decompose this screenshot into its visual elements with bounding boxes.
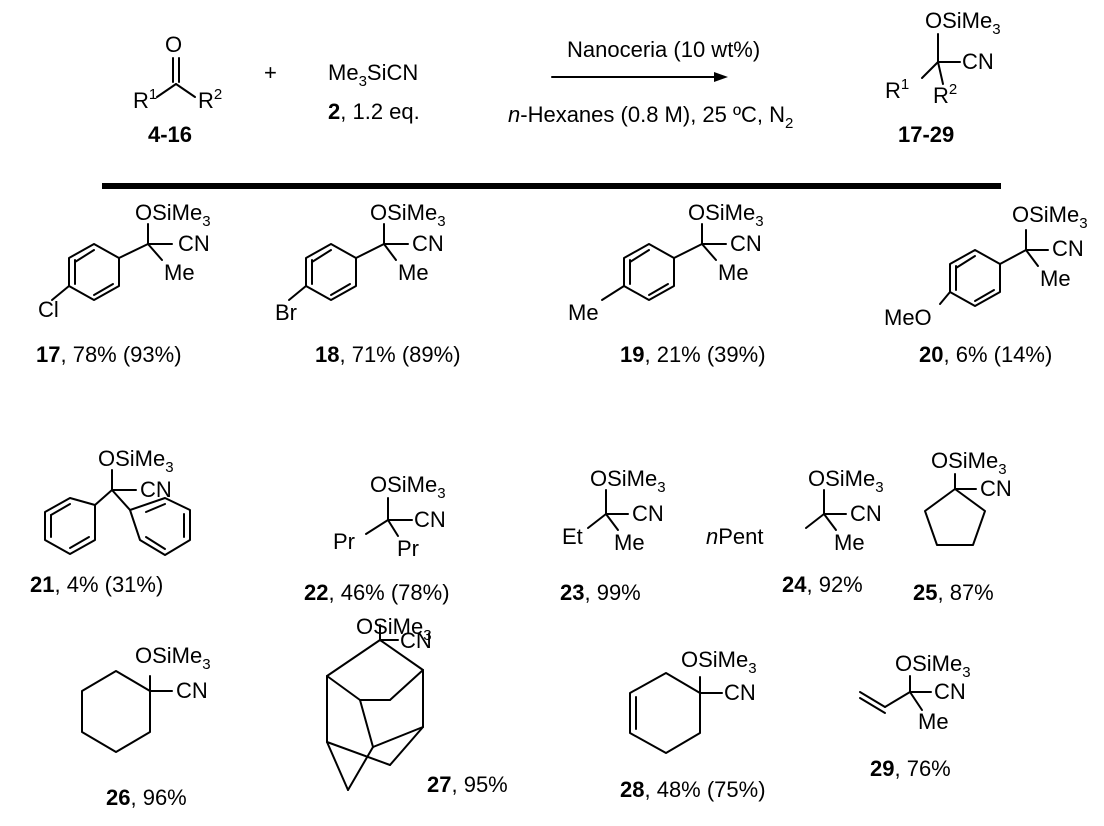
svg-text:nPent: nPent xyxy=(706,524,764,549)
svg-text:R2: R2 xyxy=(198,86,222,113)
compound-21-label: 21, 4% (31%) xyxy=(30,572,163,597)
ketone-r1: R xyxy=(133,88,149,113)
product-label: 17-29 xyxy=(898,122,954,147)
svg-text:Me: Me xyxy=(834,530,865,555)
svg-text:CN: CN xyxy=(632,501,664,526)
plus-sign: + xyxy=(264,60,277,85)
compound-27-label: 27, 95% xyxy=(427,772,508,797)
svg-text:OSiMe3: OSiMe3 xyxy=(681,647,757,677)
svg-text:Me: Me xyxy=(918,709,949,734)
svg-text:CN: CN xyxy=(176,678,208,703)
svg-text:CN: CN xyxy=(400,628,432,653)
svg-text:CN: CN xyxy=(934,679,966,704)
compound-23-label: 23, 99% xyxy=(560,580,641,605)
ketone-label: 4-16 xyxy=(148,122,192,147)
compound-26-label: 26, 96% xyxy=(106,785,187,810)
svg-text:OSiMe3: OSiMe3 xyxy=(135,643,211,673)
compound-28: OSiMe3 CN 28, 48% (75%) xyxy=(620,647,766,802)
svg-text:CN: CN xyxy=(1052,236,1084,261)
svg-text:R2: R2 xyxy=(933,81,957,108)
compound-26: OSiMe3 CN 26, 96% xyxy=(81,643,211,810)
svg-text:R1: R1 xyxy=(133,86,157,113)
svg-text:Me3SiCN: Me3SiCN xyxy=(328,60,418,90)
svg-text:CN: CN xyxy=(140,477,172,502)
compound-29: OSiMe3 CN Me 29, 76% xyxy=(859,651,971,781)
svg-text:CN: CN xyxy=(730,231,762,256)
svg-text:Me: Me xyxy=(164,260,195,285)
svg-text:CN: CN xyxy=(962,49,994,74)
product-general: OSiMe3 CN R1 R2 17-29 xyxy=(885,8,1001,147)
compound-25-label: 25, 87% xyxy=(913,580,994,605)
svg-text:CN: CN xyxy=(980,476,1012,501)
svg-text:OSiMe3: OSiMe3 xyxy=(356,614,432,644)
svg-text:OSiMe3: OSiMe3 xyxy=(688,200,764,230)
svg-text:OSiMe3: OSiMe3 xyxy=(135,200,211,230)
svg-text:OSiMe3: OSiMe3 xyxy=(590,466,666,496)
svg-text:CN: CN xyxy=(178,231,210,256)
compound-19-para: Me xyxy=(568,300,599,325)
compound-21: OSiMe3 CN 21, 4% (31%) xyxy=(30,446,191,597)
svg-text:OSiMe3: OSiMe3 xyxy=(931,448,1007,478)
svg-text:Pr: Pr xyxy=(397,536,419,561)
compound-25: OSiMe3 CN 25, 87% xyxy=(913,448,1012,605)
compound-22: OSiMe3 CN Pr Pr 22, 46% (78%) xyxy=(304,472,450,605)
svg-text:Pr: Pr xyxy=(333,529,355,554)
svg-text:CN: CN xyxy=(414,507,446,532)
svg-text:CN: CN xyxy=(724,680,756,705)
svg-text:CN: CN xyxy=(412,231,444,256)
ketone-oxygen: O xyxy=(165,32,182,57)
compound-17: Cl OSiMe3 CN Me 17, 78% (93%) xyxy=(36,200,211,367)
compound-19: Me OSiMe3 CN Me 19, 21% (39%) xyxy=(568,200,766,367)
svg-text:CN: CN xyxy=(850,501,882,526)
compound-27: OSiMe3 CN 27, 95% xyxy=(326,614,508,797)
conditions-catalyst: Nanoceria (10 wt%) xyxy=(567,37,760,62)
svg-text:Et: Et xyxy=(562,524,583,549)
compound-29-label: 29, 76% xyxy=(870,756,951,781)
compound-20-label: 20, 6% (14%) xyxy=(919,342,1052,367)
compound-18-label: 18, 71% (89%) xyxy=(315,342,461,367)
svg-text:Me: Me xyxy=(398,260,429,285)
compound-20: MeO OSiMe3 CN Me 20, 6% (14%) xyxy=(884,202,1088,367)
compound-20-para: MeO xyxy=(884,305,932,330)
compound-24-label: 24, 92% xyxy=(782,572,863,597)
tmscn-reagent: Me3SiCN 2, 1.2 eq. xyxy=(328,60,420,124)
svg-text:OSiMe3: OSiMe3 xyxy=(808,466,884,496)
compound-17-para: Cl xyxy=(38,297,59,322)
compound-28-label: 28, 48% (75%) xyxy=(620,777,766,802)
svg-text:Me: Me xyxy=(614,530,645,555)
svg-text:OSiMe3: OSiMe3 xyxy=(895,651,971,681)
conditions-solvent: n-Hexanes (0.8 M), 25 ºC, N2 xyxy=(508,102,793,132)
svg-text:R1: R1 xyxy=(885,76,909,103)
ketone-reactant: O R1 R2 4-16 xyxy=(133,32,222,147)
svg-text:2, 1.2 eq.: 2, 1.2 eq. xyxy=(328,99,420,124)
compound-23: OSiMe3 CN Et Me 23, 99% xyxy=(560,466,666,605)
svg-text:OSiMe3: OSiMe3 xyxy=(925,8,1001,38)
reaction-arrow: Nanoceria (10 wt%) n-Hexanes (0.8 M), 25… xyxy=(508,37,793,132)
svg-text:OSiMe3: OSiMe3 xyxy=(370,200,446,230)
svg-text:Me: Me xyxy=(718,260,749,285)
compound-22-label: 22, 46% (78%) xyxy=(304,580,450,605)
ketone-r2: R xyxy=(198,88,214,113)
compound-19-label: 19, 21% (39%) xyxy=(620,342,766,367)
compound-18-para: Br xyxy=(275,300,297,325)
svg-text:Me: Me xyxy=(1040,266,1071,291)
compound-18: Br OSiMe3 CN Me 18, 71% (89%) xyxy=(275,200,461,367)
svg-text:OSiMe3: OSiMe3 xyxy=(1012,202,1088,232)
svg-text:OSiMe3: OSiMe3 xyxy=(98,446,174,476)
compound-24: OSiMe3 CN nPent Me 24, 92% xyxy=(706,466,884,597)
compound-17-label: 17, 78% (93%) xyxy=(36,342,182,367)
svg-text:OSiMe3: OSiMe3 xyxy=(370,472,446,502)
